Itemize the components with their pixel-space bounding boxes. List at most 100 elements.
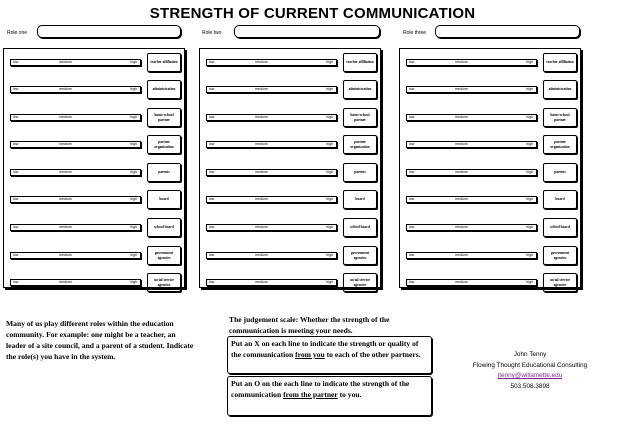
scale-medium-label: medium (59, 87, 72, 91)
contact-name: John Tenny (513, 351, 547, 358)
partner-label: board (147, 190, 181, 209)
scale-medium-label: medium (455, 87, 468, 91)
scale-low-label: low (409, 280, 415, 284)
scale-high-label: high (130, 87, 137, 91)
rating-scale-line[interactable]: low medium high (10, 86, 141, 93)
scale-high-label: high (130, 115, 137, 119)
o-instruction-text-a: Put an O on the each line to indicate th… (231, 379, 410, 399)
scale-low-label: low (13, 253, 19, 257)
contact-email-link[interactable]: jtenny@willamette.edu (497, 372, 563, 379)
scale-low-label: low (209, 253, 215, 257)
partner-label: school board (543, 218, 577, 237)
scale-low-label: low (13, 280, 19, 284)
scale-low-label: low (13, 225, 19, 229)
scale-low-label: low (409, 225, 415, 229)
partner-label: social service agencies (343, 273, 377, 292)
scale-low-label: low (409, 115, 415, 119)
page-title: STRENGTH OF CURRENT COMMUNICATION (149, 5, 476, 22)
scale-low-label: low (13, 115, 19, 119)
scale-medium-label: medium (455, 253, 468, 257)
scale-medium-label: medium (59, 60, 72, 64)
partner-label: home-school partner (343, 108, 377, 127)
scale-low-label: low (209, 225, 215, 229)
partner-label: government agencies (543, 246, 577, 265)
scale-high-label: high (326, 170, 333, 174)
scale-high-label: high (526, 142, 533, 146)
x-instruction-text-a: Put an X on each line to indicate the st… (231, 339, 419, 359)
partner-label: school board (343, 218, 377, 237)
partner-label: partner organization (343, 135, 377, 154)
scale-low-label: low (209, 87, 215, 91)
role-two-field[interactable] (234, 25, 380, 38)
scale-medium-label: medium (255, 280, 268, 284)
scale-medium-label: medium (59, 225, 72, 229)
scale-medium-label: medium (255, 60, 268, 64)
scale-high-label: high (526, 87, 533, 91)
scale-high-label: high (130, 197, 137, 201)
scale-high-label: high (326, 280, 333, 284)
scale-medium-label: medium (59, 115, 72, 119)
scale-medium-label: medium (255, 197, 268, 201)
scale-medium-label: medium (59, 197, 72, 201)
partner-label: school board (147, 218, 181, 237)
partner-label: board (543, 190, 577, 209)
scale-medium-label: medium (255, 225, 268, 229)
partner-label: partner organization (543, 135, 577, 154)
scale-high-label: high (130, 253, 137, 257)
scale-high-label: high (326, 197, 333, 201)
scale-medium-label: medium (59, 170, 72, 174)
scale-low-label: low (13, 87, 19, 91)
rating-scale-line[interactable]: low medium high (10, 114, 141, 121)
contact-phone: 503.508.3898 (510, 382, 550, 390)
scale-high-label: high (130, 170, 137, 174)
role-three-field[interactable] (435, 25, 580, 38)
scale-medium-label: medium (455, 197, 468, 201)
scale-high-label: high (526, 280, 533, 284)
scale-high-label: high (326, 115, 333, 119)
scale-low-label: low (209, 142, 215, 146)
scale-high-label: high (326, 60, 333, 64)
partner-label: parents (343, 163, 377, 182)
role-one-field[interactable] (37, 25, 181, 38)
